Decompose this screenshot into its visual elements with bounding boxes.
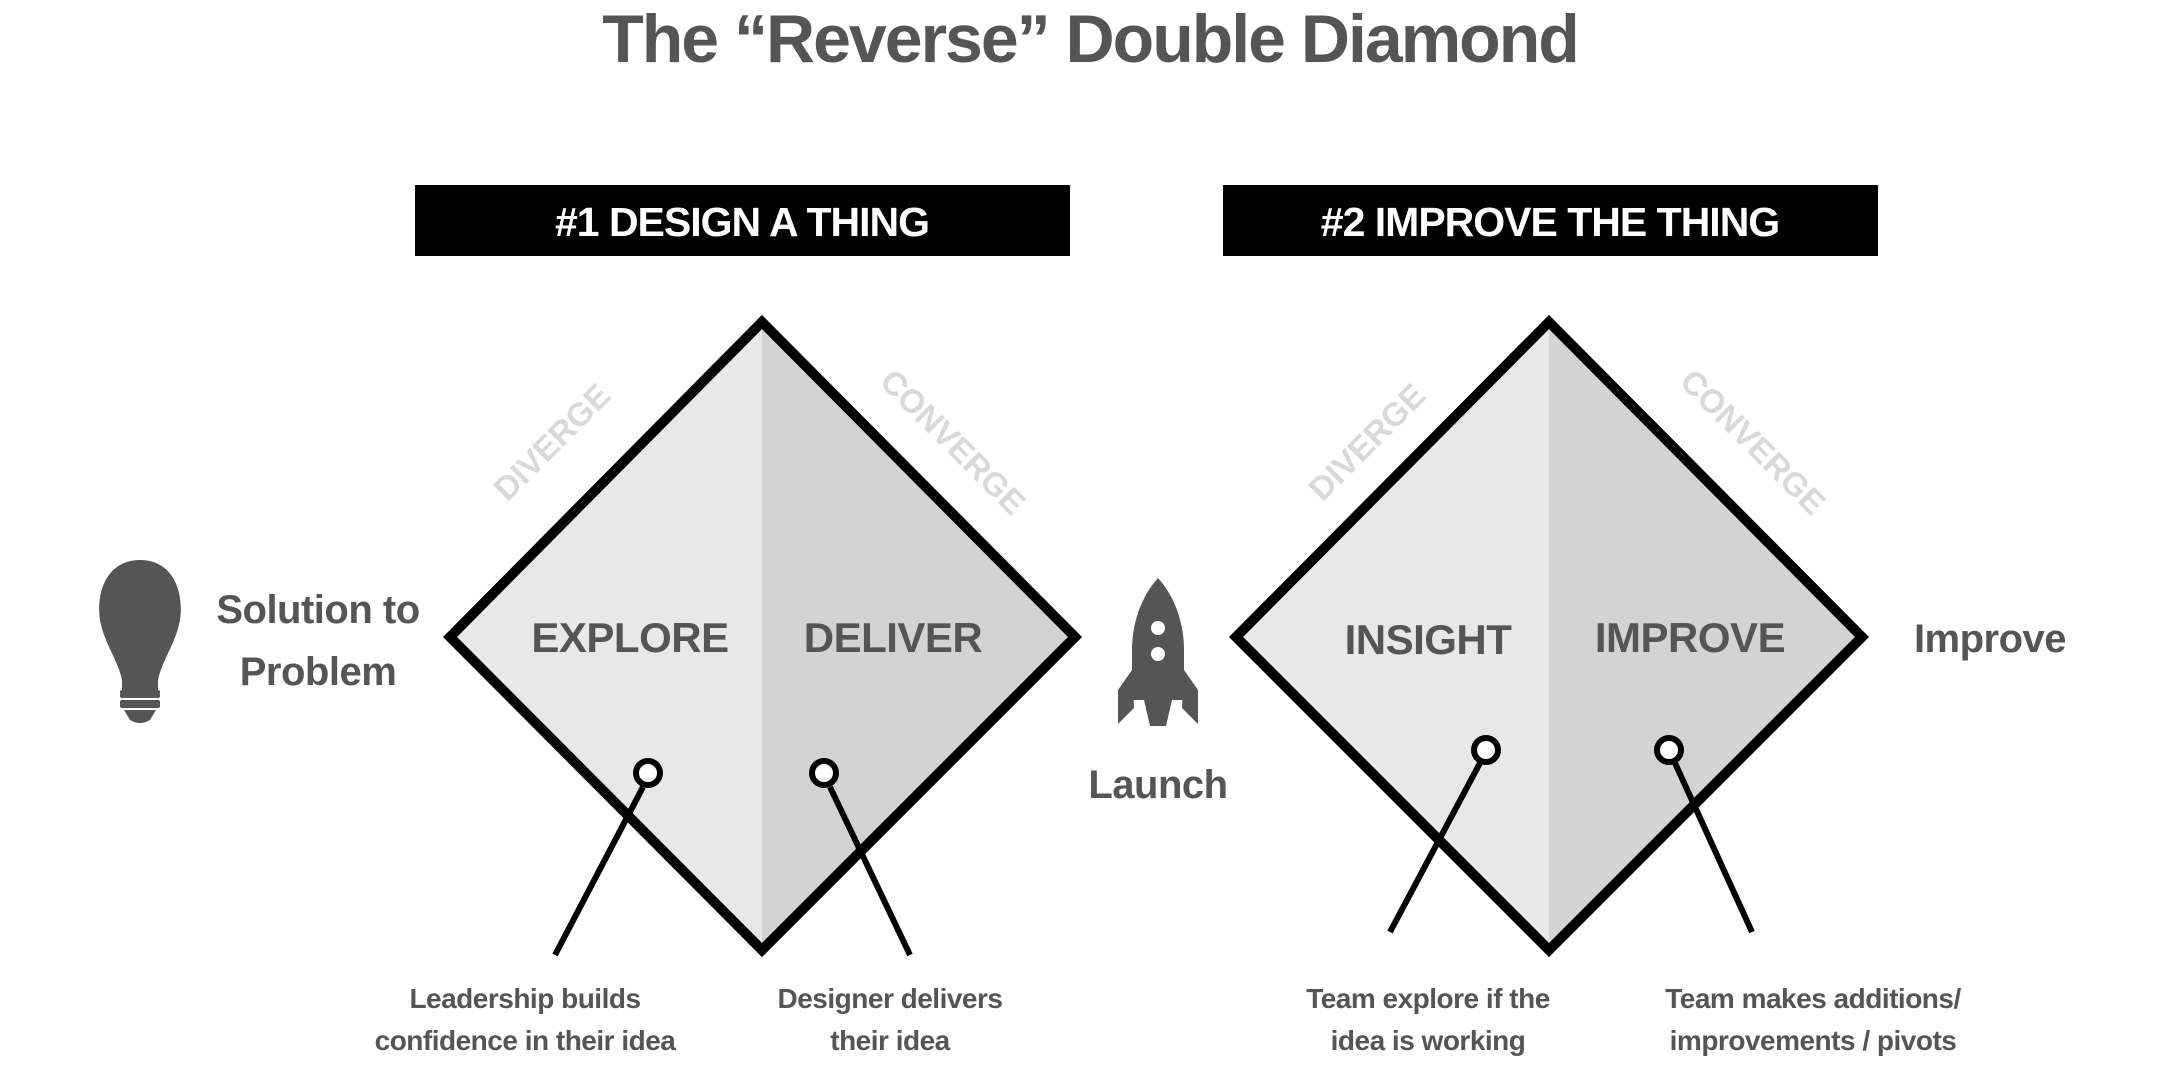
diamond-2-left-half <box>1236 322 1549 950</box>
diamond-1-banner <box>415 185 1070 256</box>
diamond-1-left-pointer-dot <box>633 758 663 788</box>
diamond-2-right-pointer-dot <box>1654 735 1684 765</box>
start-label-line-1: Solution to <box>216 588 419 632</box>
diamond-1-left-note-line-2: confidence in their idea <box>375 1025 677 1056</box>
launch-label: Launch <box>1088 763 1227 807</box>
diamond-2-insight-label: INSIGHT <box>1345 616 1513 663</box>
rocket-icon <box>1118 578 1198 726</box>
diamond-1-left-pointer <box>552 785 646 957</box>
diamond-2-right-note-line-1: Team makes additions/ <box>1665 983 1961 1014</box>
diamond-2-right-note-line-2: improvements / pivots <box>1670 1025 1957 1056</box>
diamond-1-left-note-line-1: Leadership builds <box>409 983 640 1014</box>
diamond-2-right-half <box>1549 322 1862 950</box>
diamond-2-left-pointer-dot <box>1471 735 1501 765</box>
diamond-2-group: #2 IMPROVE THE THING DIVERGE CONVERGE IN… <box>1223 185 1962 1056</box>
diamond-2-outline <box>1228 314 1870 958</box>
diamond-2-improve-label: IMPROVE <box>1595 614 1785 661</box>
diamond-1-right-pointer <box>827 785 913 957</box>
diamond-1-group: #1 DESIGN A THING DIVERGE CONVERGE EXPLO… <box>375 185 1083 1056</box>
lightbulb-icon <box>99 560 181 723</box>
diamond-2-left-note-line-2: idea is working <box>1331 1025 1526 1056</box>
start-label-line-2: Problem <box>240 650 397 694</box>
diagram-title: The “Reverse” Double Diamond <box>602 1 1578 77</box>
improve-end-label: Improve <box>1914 617 2066 661</box>
diamond-1-right-half <box>762 322 1075 950</box>
diamond-1-deliver-label: DELIVER <box>804 614 983 661</box>
diamond-1-explore-label: EXPLORE <box>531 614 728 661</box>
diamond-1-right-note-line-2: their idea <box>830 1025 950 1056</box>
diamond-1-banner-label: #1 DESIGN A THING <box>555 199 929 245</box>
diamond-2-right-pointer <box>1672 761 1755 934</box>
diamond-2-banner <box>1223 185 1878 256</box>
diamond-1-right-note-line-1: Designer delivers <box>778 983 1003 1014</box>
diamond-1-left-half <box>450 322 762 950</box>
diamond-1-right-pointer-dot <box>809 758 839 788</box>
diamond-2-left-note-line-1: Team explore if the <box>1306 983 1550 1014</box>
diamond-2-banner-label: #2 IMPROVE THE THING <box>1321 199 1779 245</box>
diamond-1-outline <box>442 314 1083 958</box>
diamond-2-left-pointer <box>1387 761 1483 934</box>
